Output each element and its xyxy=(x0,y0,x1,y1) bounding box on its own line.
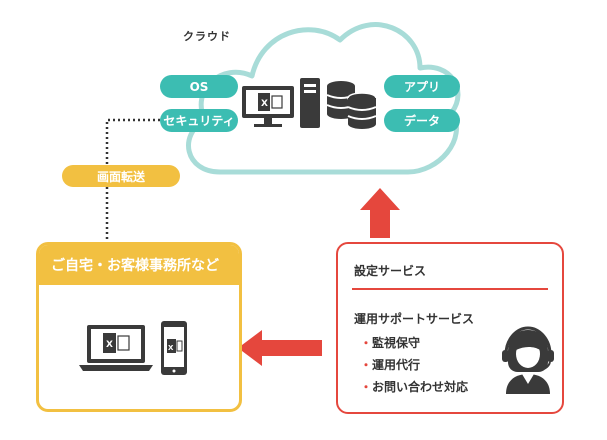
service-item-monitoring: ・監視保守 xyxy=(360,336,421,350)
smartphone-icon: X xyxy=(161,321,187,375)
laptop-icon: X xyxy=(79,325,153,371)
service-item-support: ・お問い合わせ対応 xyxy=(360,380,469,394)
service-box: 設定サービス 運用サポートサービス ・監視保守 ・運用代行 ・お問い合わせ対応 xyxy=(336,242,564,414)
data-pill: データ xyxy=(384,109,460,132)
desktop-pc-icon: X xyxy=(242,78,320,128)
svg-text:X: X xyxy=(261,99,268,109)
cloud-label: クラウド xyxy=(183,30,231,43)
svg-text:X: X xyxy=(106,340,113,350)
service-divider xyxy=(352,288,548,290)
home-office-box: ご自宅・お客様事務所など X X xyxy=(36,242,242,412)
home-devices: X X xyxy=(79,321,187,375)
screen-transfer-label: 画面転送 xyxy=(62,165,180,187)
home-office-title: ご自宅・お客様事務所など xyxy=(39,245,239,285)
operator-headset-icon xyxy=(502,326,554,394)
app-pill: アプリ xyxy=(384,75,460,98)
database-icon xyxy=(326,81,377,129)
svg-text:X: X xyxy=(168,344,174,352)
service-subtitle: 運用サポートサービス xyxy=(354,312,475,326)
service-list: ・監視保守 ・運用代行 ・お問い合わせ対応 xyxy=(360,332,468,398)
service-title: 設定サービス xyxy=(354,264,427,278)
left-arrow-icon xyxy=(238,330,322,366)
up-arrow-icon xyxy=(360,188,400,238)
cloud-shape xyxy=(186,22,461,175)
os-pill: OS xyxy=(160,75,238,98)
remote-connection-line xyxy=(105,118,160,244)
security-pill: セキュリティ xyxy=(160,109,238,132)
service-item-operation: ・運用代行 xyxy=(360,358,421,372)
